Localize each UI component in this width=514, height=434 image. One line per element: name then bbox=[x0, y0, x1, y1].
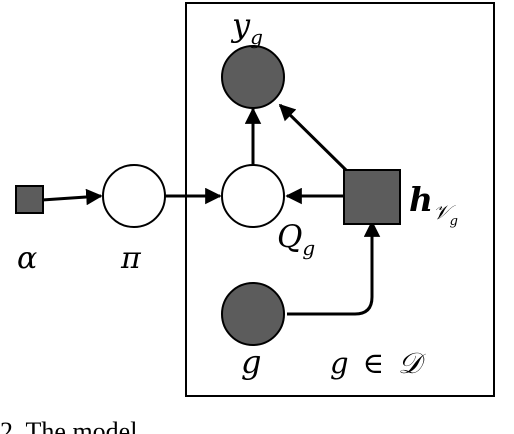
label-y: yg bbox=[230, 6, 263, 49]
label-g: g bbox=[241, 343, 261, 381]
plate-label: g ∈ 𝒟 bbox=[330, 346, 426, 380]
label-pi: π bbox=[120, 241, 142, 276]
plate-label-var: g bbox=[330, 346, 349, 380]
node-alpha bbox=[15, 185, 44, 214]
edge-g-to-h bbox=[287, 220, 381, 316]
label-Q-sub: g bbox=[302, 236, 315, 260]
label-Q: Qg bbox=[277, 219, 315, 260]
label-h-subsub: g bbox=[450, 214, 458, 229]
label-h-main: h bbox=[409, 180, 433, 219]
node-g bbox=[221, 282, 285, 346]
figure-caption: 2. The model ... ... ... bbox=[0, 417, 215, 434]
node-Q bbox=[221, 164, 285, 228]
label-h: h𝒱g bbox=[409, 180, 458, 229]
plate-label-set: 𝒟 bbox=[398, 346, 426, 380]
label-y-main: y bbox=[230, 6, 251, 44]
label-y-sub: g bbox=[250, 25, 263, 49]
node-y bbox=[221, 45, 285, 109]
edge-h-to-y bbox=[278, 103, 350, 174]
node-h bbox=[343, 169, 401, 225]
plate-box bbox=[185, 2, 495, 397]
node-pi bbox=[102, 164, 166, 228]
plate-label-in: ∈ bbox=[363, 346, 384, 380]
label-alpha: α bbox=[17, 241, 37, 276]
edge-alpha-to-pi bbox=[41, 188, 103, 206]
label-Q-main: Q bbox=[277, 219, 302, 255]
